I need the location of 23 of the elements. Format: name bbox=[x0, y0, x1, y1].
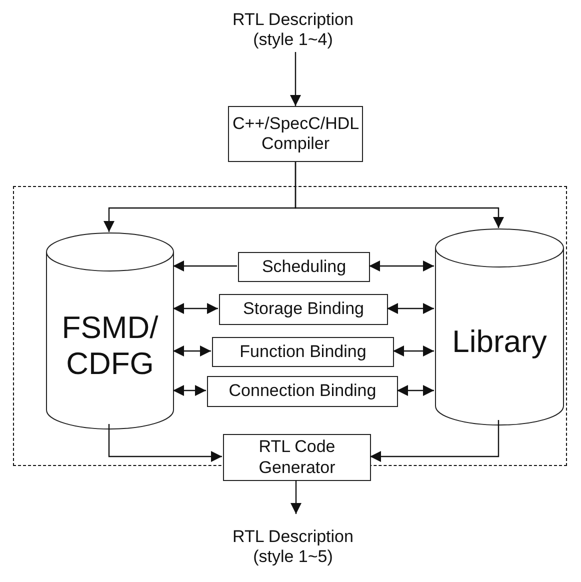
arrow bbox=[387, 303, 434, 314]
arrow bbox=[393, 346, 434, 356]
arrow bbox=[173, 303, 218, 314]
database-cylinder: FSMD/ CDFG bbox=[46, 233, 174, 429]
process-box: RTL Code Generator bbox=[223, 434, 371, 481]
arrow bbox=[397, 385, 434, 396]
process-box: Storage Binding bbox=[219, 294, 388, 325]
io-label: RTL Description (style 1~4) bbox=[215, 8, 371, 52]
arrow bbox=[173, 346, 211, 356]
database-cylinder: Library bbox=[435, 229, 564, 425]
process-box: C++/SpecC/HDL Compiler bbox=[228, 106, 363, 162]
process-box: Function Binding bbox=[212, 337, 394, 367]
arrow bbox=[369, 260, 434, 272]
arrow bbox=[173, 385, 206, 396]
arrow bbox=[108, 424, 222, 462]
io-label: RTL Description (style 1~5) bbox=[213, 514, 373, 580]
arrow bbox=[294, 162, 504, 228]
arrow bbox=[370, 420, 500, 462]
process-box: Scheduling bbox=[238, 252, 370, 282]
arrow bbox=[290, 480, 302, 514]
arrow bbox=[173, 260, 237, 272]
arrow bbox=[290, 52, 301, 106]
process-box: Connection Binding bbox=[207, 376, 398, 407]
